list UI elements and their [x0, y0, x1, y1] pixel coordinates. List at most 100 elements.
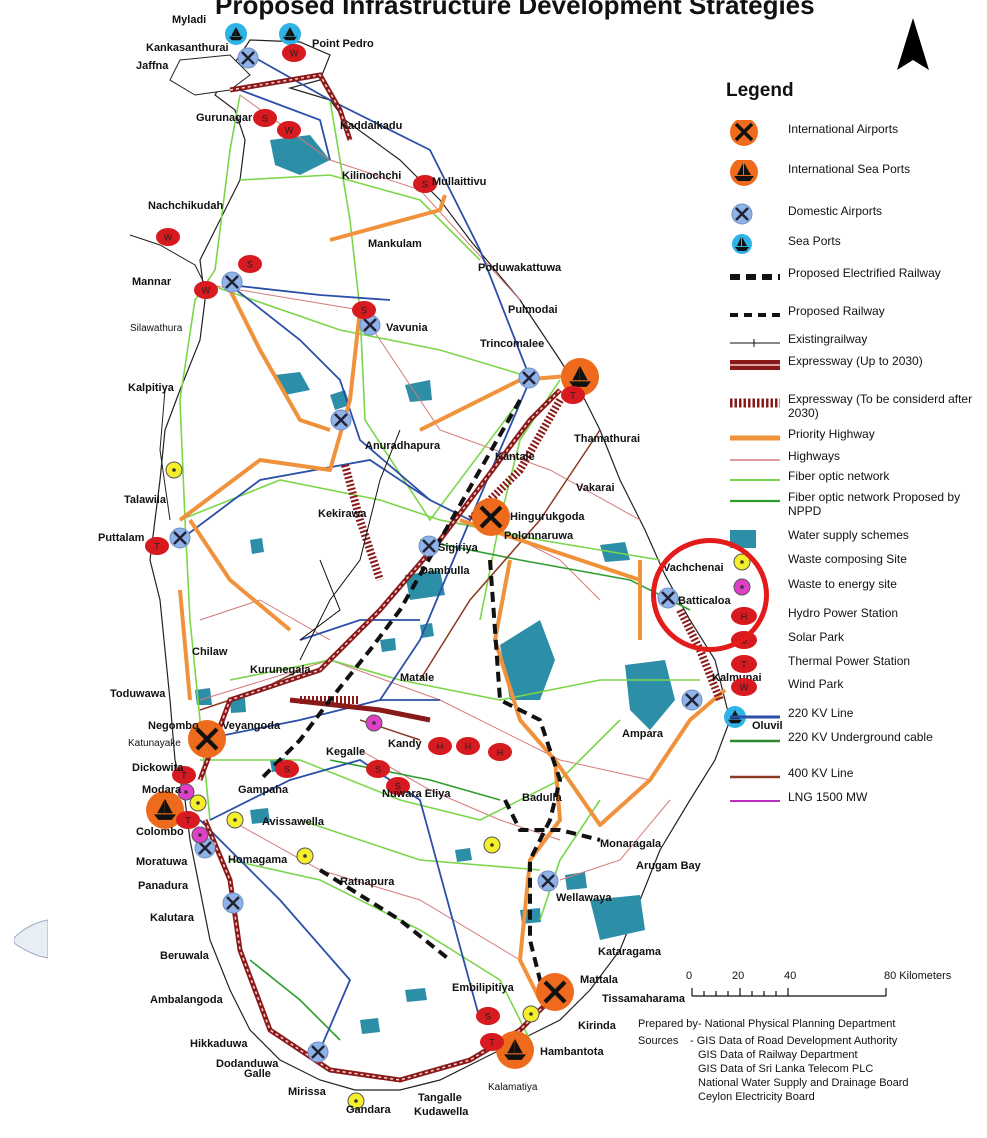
highways [199, 94, 671, 961]
highlight-circle [651, 538, 769, 652]
legend-symbol-thermal: T [731, 655, 757, 673]
place-label-kankasanthurai: Kankasanthurai [146, 42, 229, 54]
legend-label: Proposed Railway [788, 304, 885, 318]
svg-text:W: W [285, 126, 294, 136]
waste-compost-icon-0 [165, 461, 183, 479]
legend-label: Thermal Power Station [788, 654, 911, 668]
fiber-optic-network [179, 94, 700, 1041]
power-station-icon-9: T [145, 537, 169, 555]
waste-energy-icon-1 [177, 783, 195, 801]
legend-symbol-kv400 [730, 775, 780, 779]
domestic-airport-icon-9 [537, 870, 559, 892]
place-label-hikkaduwa: Hikkaduwa [190, 1038, 248, 1050]
place-label-kalpitiya: Kalpitiya [128, 382, 174, 394]
svg-text:W: W [740, 683, 749, 693]
place-label-homagama: Homagama [228, 854, 288, 866]
place-label-veyangoda: Veyangoda [222, 720, 281, 732]
svg-text:T: T [185, 816, 191, 826]
domestic-airport-icon-0 [237, 47, 259, 69]
svg-text:T: T [154, 542, 160, 552]
place-label-thampalakamam: Thamathurai [574, 433, 641, 445]
power-station-icon-6: W [194, 281, 218, 299]
place-label-dickowita: Dickowita [132, 762, 184, 774]
legend-symbol-highways [730, 459, 780, 461]
legend-symbol-priority-highway [730, 435, 780, 441]
plane-fragment-icon [14, 919, 48, 959]
place-label-polonnaruwa: Polonnaruwa [504, 530, 574, 542]
waste-compost-icon-3 [296, 847, 314, 865]
place-label-gandara: Gandara [346, 1104, 391, 1116]
legend-label: Expressway (Up to 2030) [788, 354, 923, 368]
place-label-kekirawa: Kekirawa [318, 508, 367, 520]
place-label-katunayake: Katunayake [128, 738, 181, 749]
place-label-beruwala: Beruwala [160, 950, 209, 962]
power-station-icon-0: W [282, 44, 306, 62]
power-station-icon-19: T [480, 1033, 504, 1051]
place-label-myladi: Myladi [172, 14, 207, 26]
place-label-mullaittivu: Mullaittivu [432, 176, 487, 188]
place-label-point-pedro: Point Pedro [312, 38, 374, 50]
legend-label: Solar Park [788, 630, 845, 644]
power-station-icon-10: S [275, 760, 299, 778]
place-label-matale: Matale [400, 672, 435, 684]
place-label-kandy: Kandy [388, 738, 422, 750]
scale-tick-40: 40 [784, 970, 797, 982]
svg-text:S: S [375, 765, 381, 775]
place-label-ampara: Ampara [622, 728, 663, 740]
power-station-icon-15: S [386, 777, 410, 795]
scale-tick-20: 20 [732, 970, 745, 982]
scale-tick-80: 80 Kilometers [884, 970, 952, 982]
legend-symbol-existing-railway [730, 339, 780, 347]
place-label-kirinda: Kirinda [578, 1020, 616, 1032]
legend-label: Existingrailway [788, 332, 868, 346]
power-station-icon-8: T [561, 386, 585, 404]
place-label-gurunagar: Gurunagar [196, 112, 253, 124]
place-label-silawathura: Silawathura [130, 323, 183, 334]
legend-symbol-kv220 [730, 715, 780, 719]
domestic-airport-icon-11 [307, 1041, 329, 1063]
source-line: - GIS Data of Road Development Authority [690, 1035, 898, 1047]
airport-mattala-icon [536, 973, 574, 1011]
legend-label: Domestic Airports [788, 204, 883, 218]
legend-symbol-proposed-railway [730, 313, 780, 317]
power-station-icon-5: S [238, 255, 262, 273]
place-label-ambalangoda: Ambalangoda [150, 994, 223, 1006]
place-label-mattala: Mattala [580, 974, 618, 986]
place-label-trincomalee: Trincomalee [480, 338, 545, 350]
place-label-talawila: Talawila [124, 494, 166, 506]
legend-label: International Airports [788, 122, 899, 136]
scale-tick-0: 0 [686, 970, 693, 982]
mannar-island [129, 234, 206, 286]
waste-compost-icon-5 [522, 1005, 540, 1023]
legend-symbol-expressway-2030 [730, 360, 780, 370]
seaport-point-pedro-icon [279, 23, 301, 45]
place-label-hambantota: Hambantota [540, 1046, 604, 1058]
place-label-galle: Galle [244, 1068, 271, 1080]
source-line: National Water Supply and Drainage Board [698, 1077, 909, 1089]
legend-label: 220 KV Line [788, 706, 854, 720]
waste-compost-icon-2 [226, 811, 244, 829]
svg-text:H: H [497, 748, 504, 758]
domestic-airport-icon-10 [222, 892, 244, 914]
place-label-dambulla: Dambulla [420, 565, 470, 577]
power-station-icon-3: S [413, 175, 437, 193]
power-station-icon-12: H [428, 737, 452, 755]
svg-text:W: W [290, 49, 299, 59]
place-label-moratuwa: Moratuwa [136, 856, 188, 868]
place-label-arugam-bay: Arugam Bay [636, 860, 701, 872]
legend-label: Fiber optic network Proposed by NPPD [788, 490, 961, 518]
domestic-airport-icon-5 [418, 535, 440, 557]
legend-symbol-electrified-railway [730, 274, 780, 280]
place-label-badulla: Badulla [522, 792, 562, 804]
legend-symbol-fiber-nppd [730, 499, 780, 503]
place-label-toduwawa: Toduwawa [110, 688, 166, 700]
place-label-nachchikudah: Nachchikudah [148, 200, 224, 212]
svg-text:W: W [164, 233, 173, 243]
place-label-avissawella: Avissawella [262, 816, 324, 828]
place-label-ratnapura: Ratnapura [340, 876, 395, 888]
place-label-mannar: Mannar [132, 276, 172, 288]
map-credits: Prepared by- National Physical Planning … [638, 1017, 983, 1104]
svg-text:S: S [422, 180, 428, 190]
